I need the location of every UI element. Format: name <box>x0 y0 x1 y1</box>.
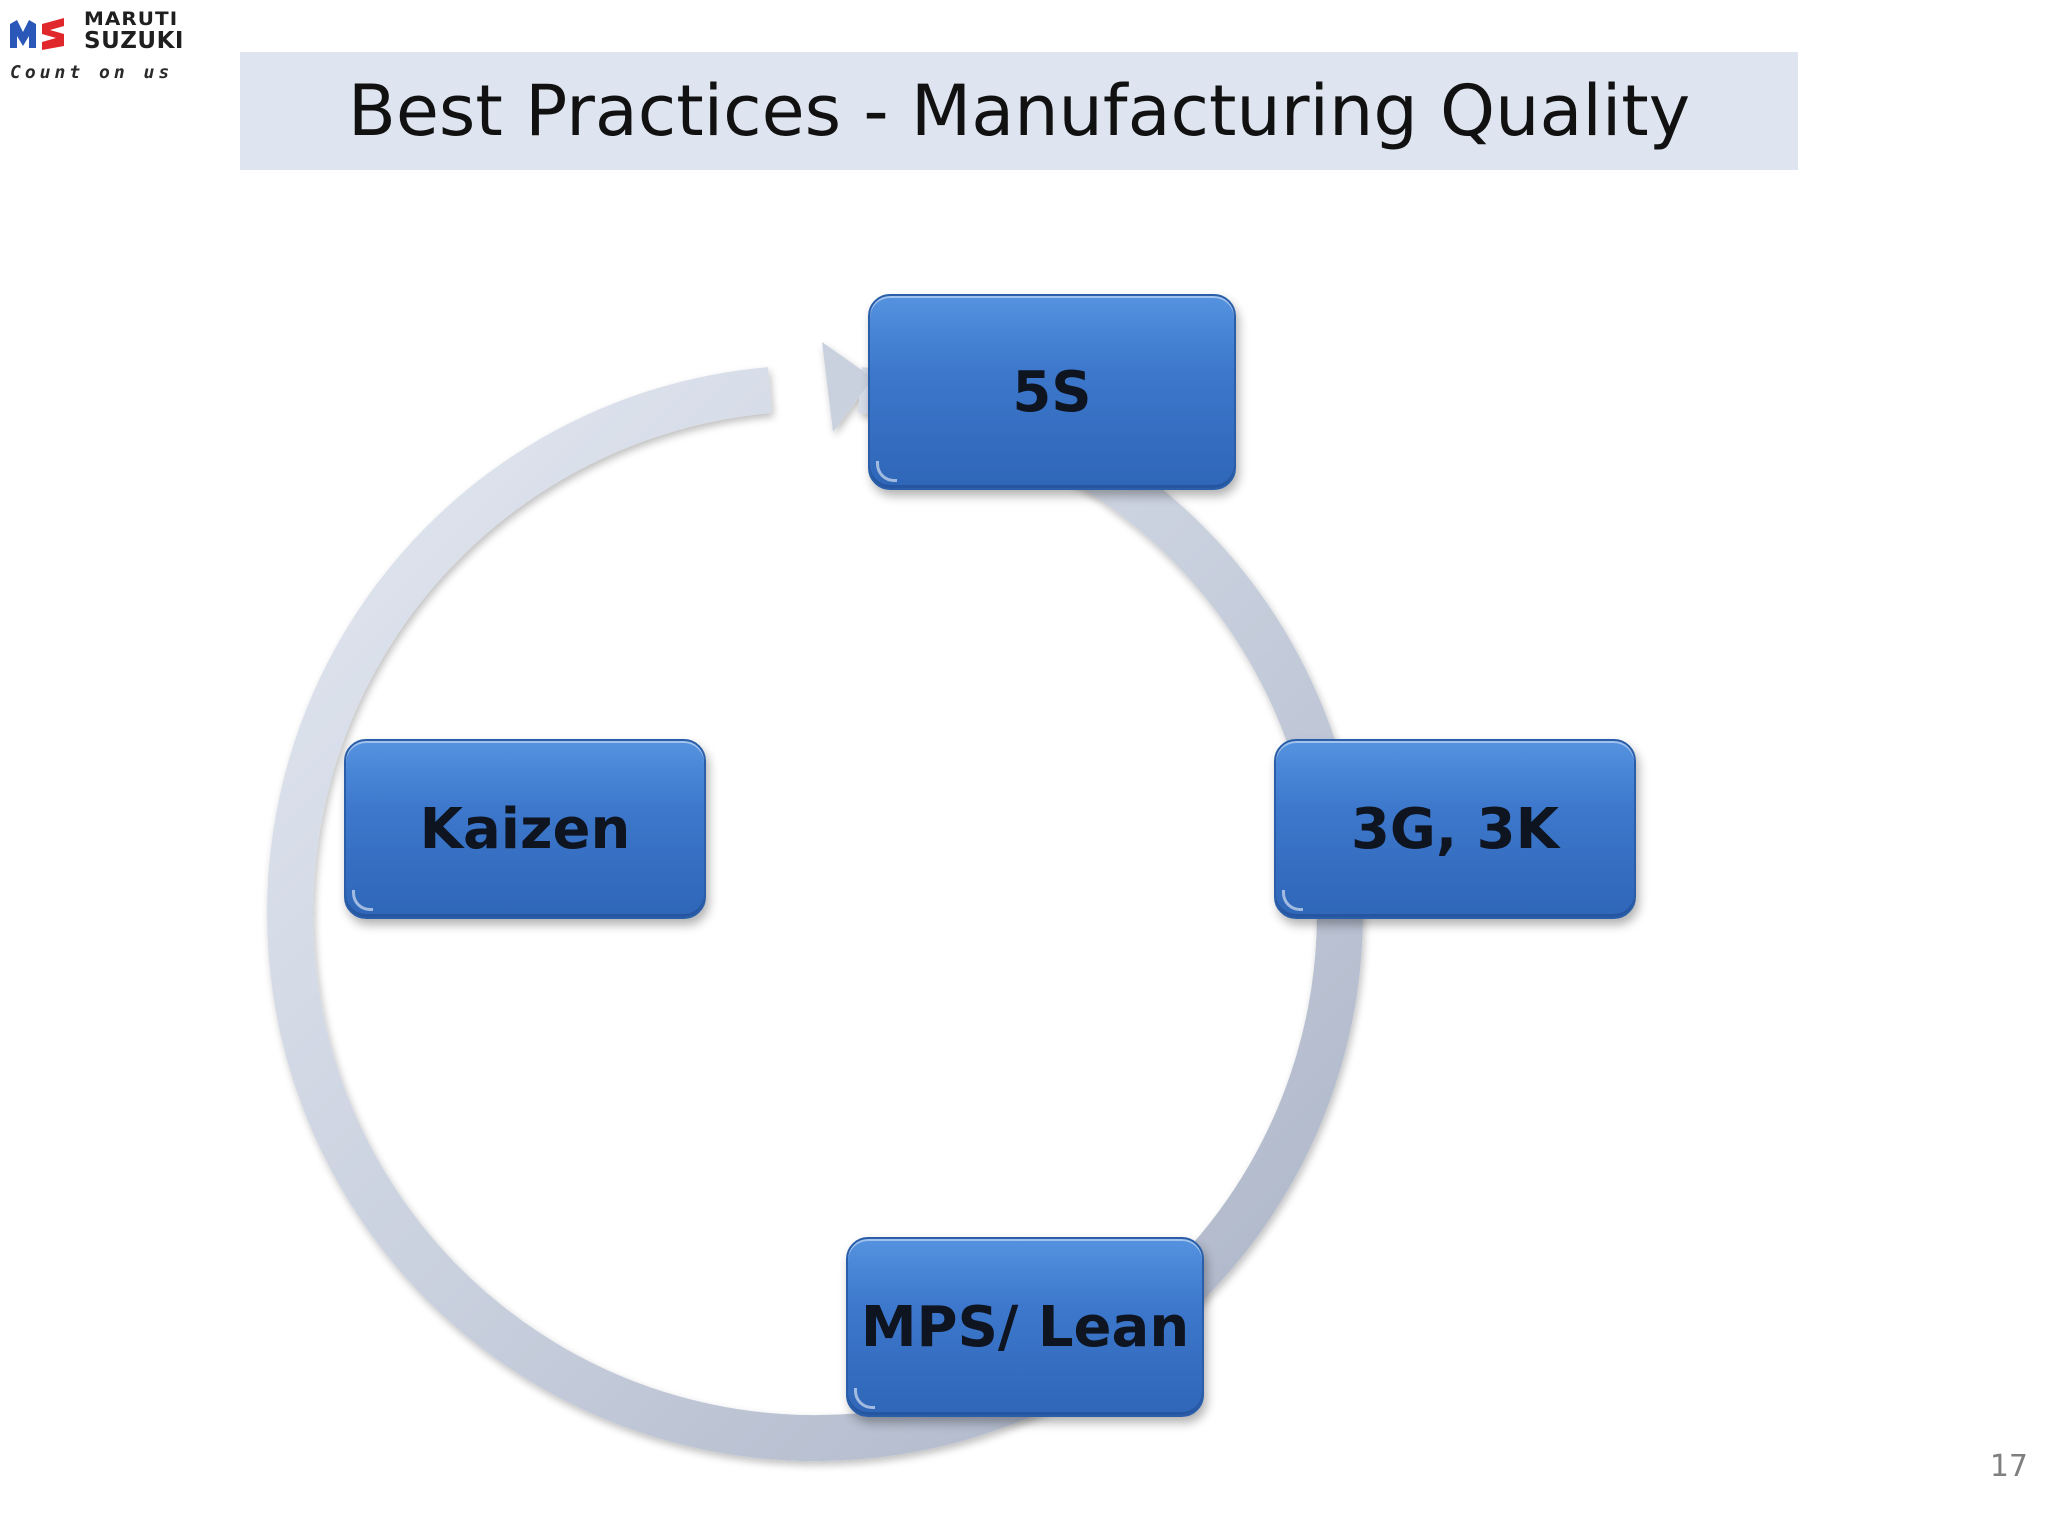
cycle-node-5s: 5S <box>868 294 1236 490</box>
maruti-suzuki-logo-icon <box>10 18 64 50</box>
cycle-node-mps-lean: MPS/ Lean <box>846 1237 1204 1417</box>
cycle-node-3g-3k: 3G, 3K <box>1274 739 1636 919</box>
cycle-node-label: 5S <box>1012 359 1092 425</box>
logo-brand-line2: SUZUKI <box>84 28 184 54</box>
cycle-arrowhead-icon <box>822 342 873 432</box>
logo-brand-name: MARUTI SUZUKI <box>84 10 184 53</box>
cycle-node-label: MPS/ Lean <box>860 1294 1190 1360</box>
page-number: 17 <box>1989 1449 2028 1484</box>
cycle-ring-arc <box>267 367 1363 1461</box>
logo-brand-line1: MARUTI <box>84 8 179 30</box>
company-logo: MARUTI SUZUKI Count on us <box>10 10 210 83</box>
cycle-node-kaizen: Kaizen <box>344 739 706 919</box>
title-banner: Best Practices - Manufacturing Quality <box>240 52 1798 170</box>
cycle-node-label: 3G, 3K <box>1350 796 1560 862</box>
slide-title: Best Practices - Manufacturing Quality <box>347 70 1691 152</box>
logo-tagline: Count on us <box>10 62 174 83</box>
cycle-node-label: Kaizen <box>419 796 631 862</box>
